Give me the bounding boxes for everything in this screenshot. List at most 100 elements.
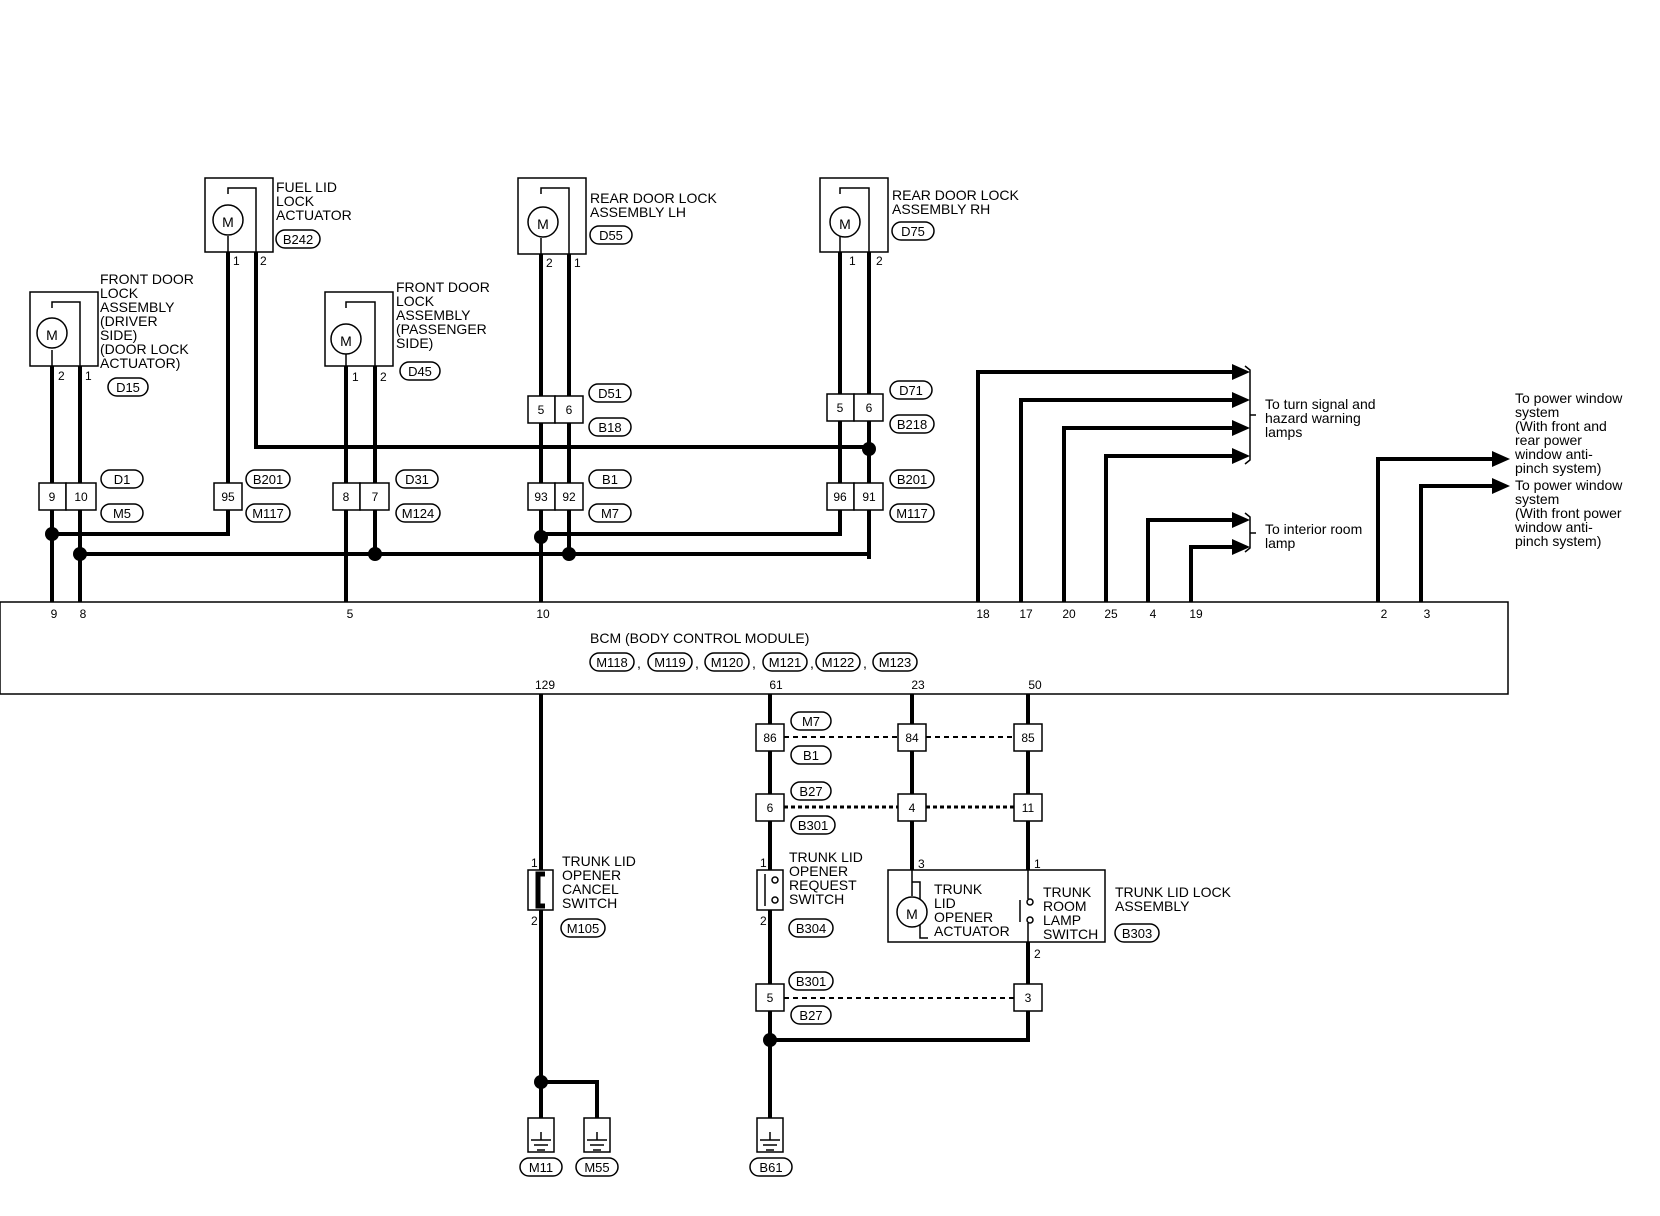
svg-text:91: 91 [862,490,876,504]
connector-id: B201 [253,472,283,487]
connector-id: B27 [799,784,822,799]
pin: 2 [546,256,553,270]
svg-text:84: 84 [905,731,919,745]
svg-text:93: 93 [534,490,548,504]
svg-text:,: , [863,655,867,671]
pin: 2 [58,369,65,383]
svg-text:3: 3 [1025,991,1032,1005]
svg-text:To power window system: To power window system (With front and r… [1514,390,1626,476]
pin: 20 [1062,607,1076,621]
connector-id: D31 [405,472,429,487]
pin: 1 [760,856,767,870]
bcm-module: BCM (BODY CONTROL MODULE) M118 , M119 , … [0,601,1509,695]
svg-text:5: 5 [837,401,844,415]
svg-text:,: , [695,655,699,671]
motor-symbol: M [906,906,918,922]
svg-text:5: 5 [538,403,545,417]
svg-text:4: 4 [909,801,916,815]
connector-id: B242 [283,232,313,247]
connector-id: M124 [402,506,435,521]
svg-text:,: , [637,655,641,671]
pin: 2 [1381,607,1388,621]
pin: 61 [769,678,783,692]
connector-id: B301 [796,974,826,989]
svg-text:85: 85 [1021,731,1035,745]
pin: 8 [80,607,87,621]
connector-id: D1 [114,472,131,487]
svg-text:6: 6 [767,801,774,815]
bcm-title: BCM (BODY CONTROL MODULE) [590,630,809,646]
motor-symbol: M [46,327,58,343]
output-wiring [976,364,1510,604]
ground-symbols: M11 M55 B61 [519,1117,793,1177]
connector-id: M7 [601,506,619,521]
connector-id: B218 [897,417,927,432]
pin: 18 [976,607,990,621]
svg-text:6: 6 [566,403,573,417]
inline-terminals-lower: 86 84 85 M7 B1 6 4 11 B27 B301 5 3 B301 … [755,711,1043,1025]
fuel-lid-lock-actuator: M 1 2 FUEL LID LOCK ACTUATOR B242 [204,177,352,268]
connector-id: M121 [769,655,802,670]
component-label: REAR DOOR LOCK ASSEMBLY LH [590,190,721,220]
motor-symbol: M [222,214,234,230]
connector-id: B18 [598,420,621,435]
connector-id: D15 [116,380,140,395]
pin: 1 [233,254,240,268]
connector-id: B1 [602,472,618,487]
svg-text:92: 92 [562,490,576,504]
connector-id: B1 [803,748,819,763]
connector-id: M11 [529,1160,553,1175]
connector-id: M5 [113,506,131,521]
connector-id: D55 [599,228,623,243]
connector-id: M105 [567,921,600,936]
inline-terminals-upper: 9 10 D1 M5 95 B201 M117 8 7 D31 M124 5 6… [38,380,935,523]
pin: 17 [1019,607,1033,621]
motor-symbol: M [340,333,352,349]
connector-id: M123 [879,655,912,670]
connector-id: B201 [897,472,927,487]
connector-id: B61 [759,1160,782,1175]
pin: 129 [535,678,555,692]
svg-text:5: 5 [767,991,774,1005]
component-label: TRUNK LID OPENER ACTUATOR [934,881,1010,939]
front-door-lock-passenger: M 1 2 FRONT DOOR LOCK ASSEMBLY (PASSENGE… [324,279,490,384]
svg-text:7: 7 [372,490,379,504]
trunk-lid-opener-cancel-switch: 1 2 TRUNK LID OPENER CANCEL SWITCH M105 [527,853,640,938]
svg-text:8: 8 [343,490,350,504]
component-label: TRUNK LID OPENER CANCEL SWITCH [562,853,640,911]
splice-points [45,442,1032,1089]
pin: 1 [849,254,856,268]
pin: 19 [1189,607,1203,621]
connector-id: B303 [1122,926,1152,941]
rear-door-lock-lh: M 2 1 REAR DOOR LOCK ASSEMBLY LH D55 [517,177,721,270]
component-label: FRONT DOOR LOCK ASSEMBLY (DRIVER SIDE) (… [100,271,198,371]
pin: 2 [531,914,538,928]
pin: 1 [85,369,92,383]
connector-id: D75 [901,224,925,239]
pin: 2 [876,254,883,268]
connector-id: M117 [252,506,284,521]
trunk-lid-opener-request-switch: 1 2 TRUNK LID OPENER REQUEST SWITCH B304 [756,849,867,938]
pin: 10 [536,607,550,621]
pin: 3 [1424,607,1431,621]
svg-text:11: 11 [1022,801,1035,815]
pin: 2 [260,254,267,268]
pin: 23 [911,678,925,692]
pin: 2 [1034,947,1041,961]
rear-door-lock-rh: M 1 2 REAR DOOR LOCK ASSEMBLY RH D75 [819,177,1019,268]
pin: 25 [1104,607,1118,621]
svg-text:To power window system: To power window system (With front power… [1514,477,1626,549]
pin: 2 [380,370,387,384]
trunk-lid-lock-assembly: M TRUNK LID OPENER ACTUATOR TRUNK ROOM L… [887,857,1235,961]
connector-id: M119 [654,655,686,670]
component-label: TRUNK LID LOCK ASSEMBLY [1115,884,1235,914]
connector-id: D51 [598,386,622,401]
svg-text:,: , [752,655,756,671]
pin: 1 [574,256,581,270]
svg-text:96: 96 [833,490,847,504]
front-door-lock-driver: M 2 1 FRONT DOOR LOCK ASSEMBLY (DRIVER S… [29,271,198,397]
connector-id: M122 [822,655,855,670]
pin: 2 [760,914,767,928]
component-label: TRUNK LID OPENER REQUEST SWITCH [789,849,867,907]
